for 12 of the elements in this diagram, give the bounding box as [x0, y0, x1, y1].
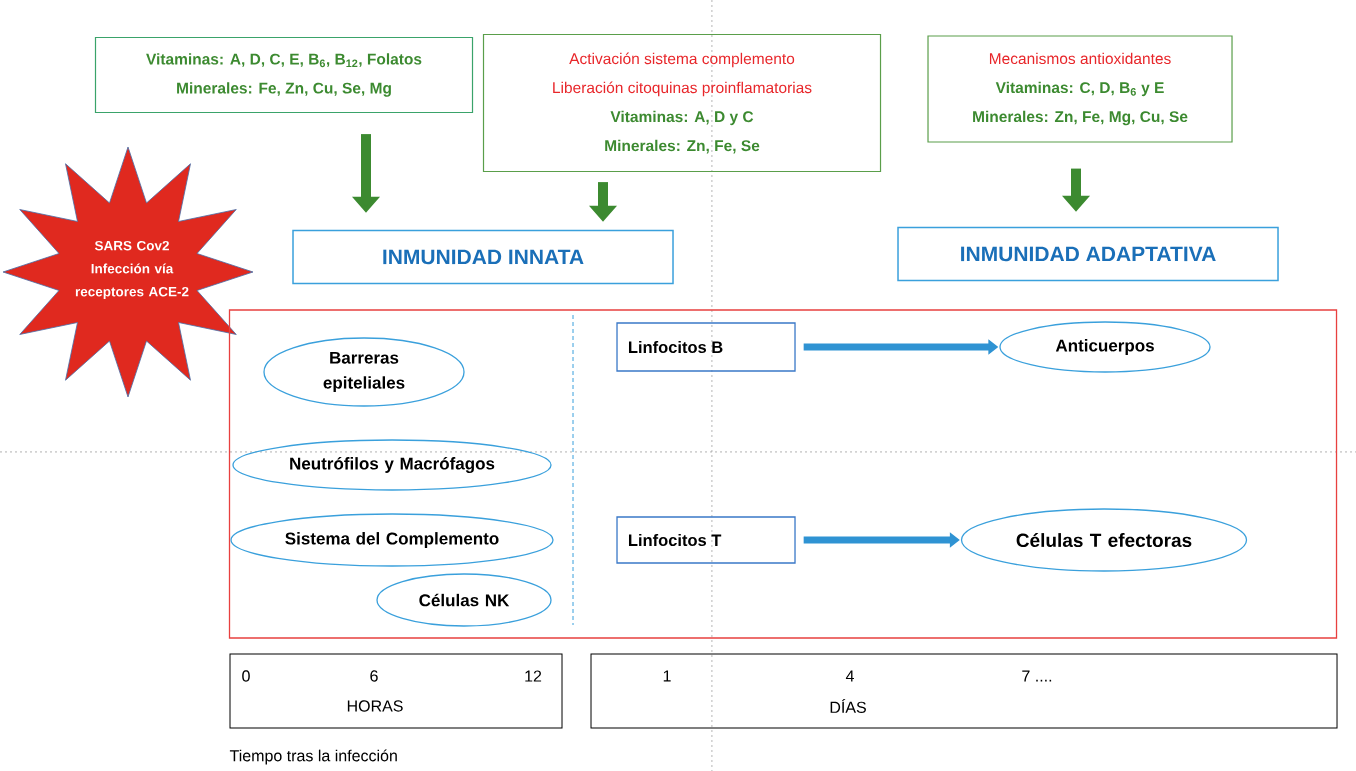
nutrient-box: Activación sistema complemento Liberación citoquinas proinflamatorias Vitaminas: A, D y C Minerales: Zn, Fe, Se — [482, 33, 882, 173]
caption-text: Tiempo tras la infección — [229, 749, 397, 765]
nutrient-box: Mecanismos antioxidantes Vitaminas: C, D, B$_{6}$ y E Minerales: Zn, Fe, Mg, Cu, Se — [927, 35, 1233, 143]
title-box: INMUNIDAD ADAPTATIVA — [897, 226, 1279, 282]
title-box: INMUNIDAD INNATA — [292, 229, 674, 285]
starburst: SARS Cov2 Infección vía receptores ACE-2 — [2, 146, 254, 398]
nutrient-box: Vitaminas: A, D, C, E, B$_{6}$, B$_{12}$, Folatos Minerales: Fe, Zn, Cu, Se, Mg — [94, 36, 474, 114]
cell-box: Linfocitos B — [616, 322, 796, 372]
group-frame — [228, 309, 1338, 639]
cell-box: Linfocitos T — [616, 516, 796, 564]
time-scale-box: 0 6 12 HORAS — [229, 653, 563, 729]
time-scale-box: 1 4 7 .... DÍAS — [590, 653, 1338, 729]
